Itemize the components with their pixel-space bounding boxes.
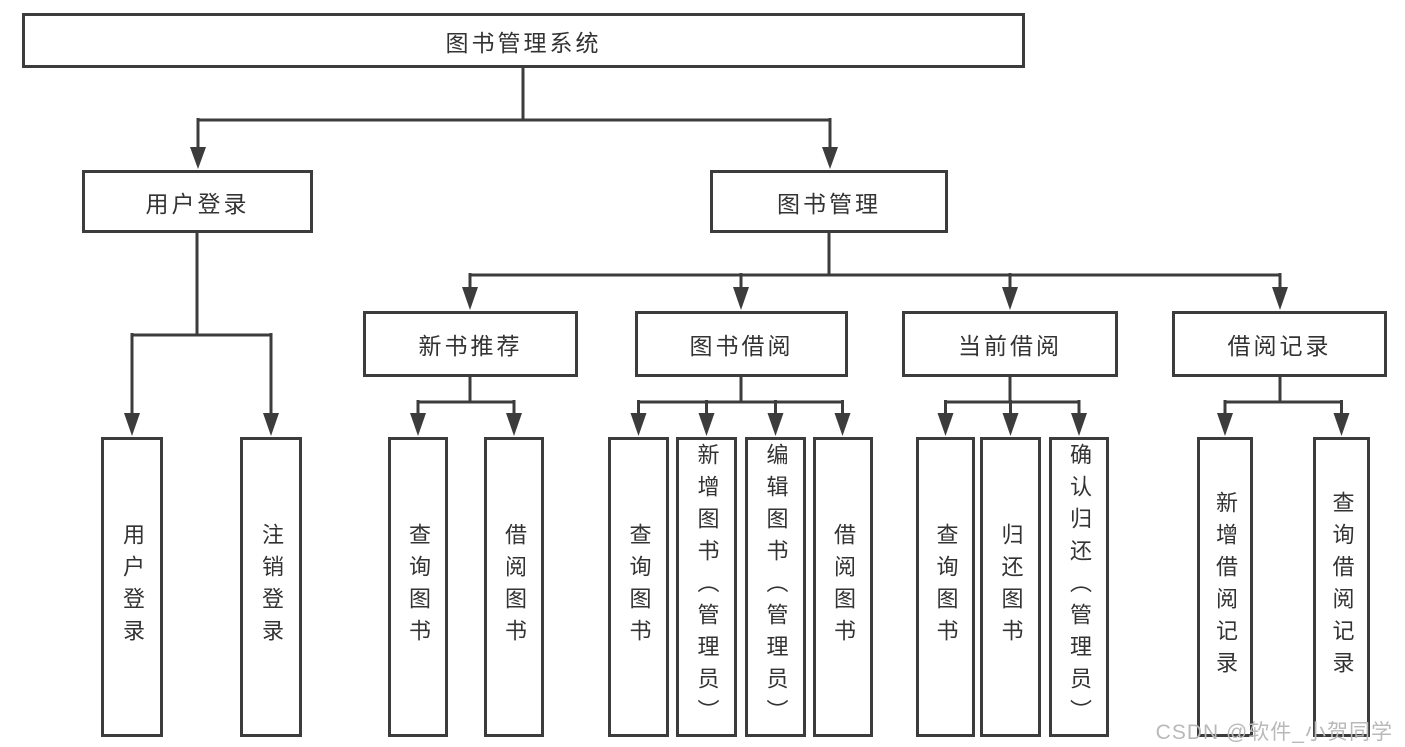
connector-new-book-rec bbox=[410, 377, 522, 436]
connector-book-mgmt bbox=[462, 233, 1288, 310]
node-leaf-edit-book-label: 编辑图书（管理员） bbox=[763, 443, 789, 731]
node-leaf-user-login: 用户登录 bbox=[101, 437, 163, 737]
node-leaf-confirm-return: 确认归还（管理员） bbox=[1049, 437, 1109, 737]
node-user-login-label: 用户登录 bbox=[145, 190, 250, 217]
node-book-borrow: 图书借阅 bbox=[635, 311, 848, 377]
node-borrow-records-label: 借阅记录 bbox=[1227, 333, 1332, 359]
node-leaf-logout: 注销登录 bbox=[240, 437, 302, 737]
connector-book-borrow bbox=[630, 377, 851, 436]
node-leaf-query-book-2: 查询图书 bbox=[608, 437, 669, 737]
node-leaf-user-login-label: 用户登录 bbox=[120, 523, 145, 651]
connector-borrow-records bbox=[1217, 377, 1350, 436]
node-leaf-logout-label: 注销登录 bbox=[259, 523, 284, 651]
node-current-borrow-label: 当前借阅 bbox=[958, 333, 1062, 359]
node-book-borrow-label: 图书借阅 bbox=[689, 333, 794, 359]
node-root: 图书管理系统 bbox=[22, 13, 1025, 68]
node-leaf-borrow-book-2-label: 借阅图书 bbox=[831, 523, 856, 651]
node-leaf-add-borrow-record-label: 新增借阅记录 bbox=[1213, 491, 1238, 683]
node-leaf-add-borrow-record: 新增借阅记录 bbox=[1197, 437, 1253, 737]
connector-current-borrow bbox=[937, 377, 1087, 436]
node-leaf-add-book: 新增图书（管理员） bbox=[676, 437, 737, 737]
node-leaf-query-book-1-label: 查询图书 bbox=[406, 523, 431, 651]
connector-user-login bbox=[124, 233, 279, 436]
watermark: CSDN @软件_小贺同学 bbox=[1155, 721, 1393, 744]
node-book-mgmt: 图书管理 bbox=[710, 170, 948, 233]
node-leaf-borrow-book-1: 借阅图书 bbox=[484, 437, 544, 737]
node-book-mgmt-label: 图书管理 bbox=[777, 190, 881, 217]
connector-root bbox=[190, 68, 838, 169]
node-user-login: 用户登录 bbox=[82, 170, 313, 233]
node-leaf-query-borrow-record-label: 查询借阅记录 bbox=[1329, 491, 1355, 683]
node-root-label: 图书管理系统 bbox=[445, 29, 602, 56]
node-leaf-edit-book: 编辑图书（管理员） bbox=[745, 437, 806, 737]
node-borrow-records: 借阅记录 bbox=[1172, 311, 1387, 377]
node-leaf-query-book-3-label: 查询图书 bbox=[933, 523, 959, 651]
node-leaf-borrow-book-2: 借阅图书 bbox=[813, 437, 873, 737]
node-new-book-rec: 新书推荐 bbox=[363, 311, 578, 377]
node-leaf-query-book-2-label: 查询图书 bbox=[626, 523, 652, 651]
node-leaf-borrow-book-1-label: 借阅图书 bbox=[502, 523, 527, 651]
node-leaf-add-book-label: 新增图书（管理员） bbox=[694, 443, 720, 731]
node-leaf-confirm-return-label: 确认归还（管理员） bbox=[1067, 443, 1092, 731]
node-leaf-query-borrow-record: 查询借阅记录 bbox=[1313, 437, 1370, 737]
node-leaf-query-book-3: 查询图书 bbox=[916, 437, 975, 737]
node-new-book-rec-label: 新书推荐 bbox=[418, 333, 523, 359]
node-leaf-return-book-label: 归还图书 bbox=[998, 523, 1024, 651]
node-leaf-query-book-1: 查询图书 bbox=[388, 437, 448, 737]
node-leaf-return-book: 归还图书 bbox=[980, 437, 1041, 737]
node-current-borrow: 当前借阅 bbox=[902, 311, 1118, 377]
